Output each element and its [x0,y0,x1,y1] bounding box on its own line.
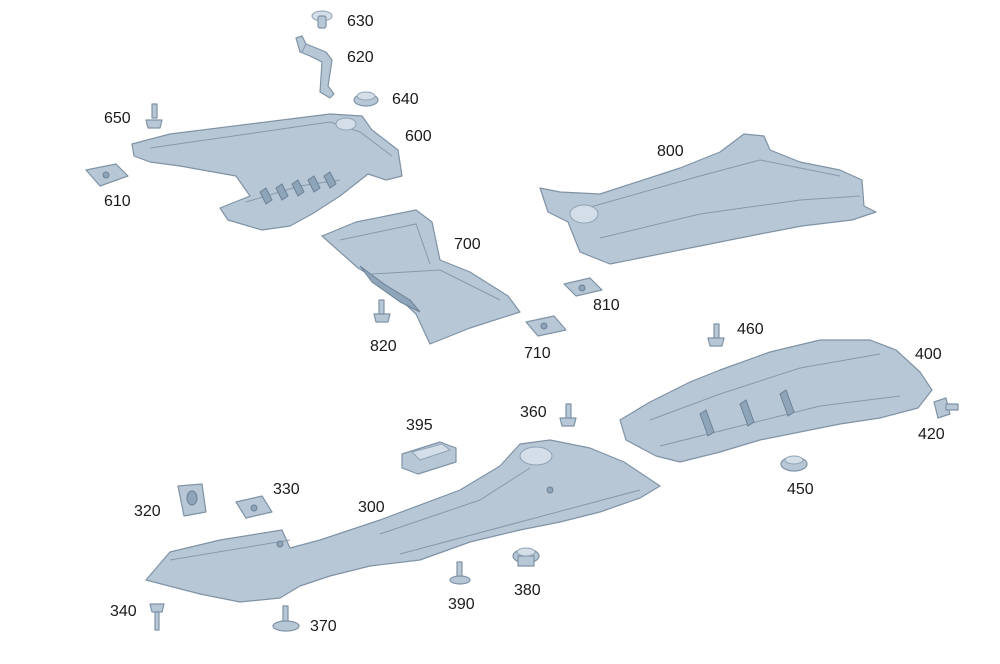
part-395-bracket [401,441,457,475]
part-610-clip [85,163,129,187]
part-300-panel [145,439,661,603]
part-380-nut [512,547,540,567]
part-810-clip [563,277,603,297]
callout-630: 630 [347,13,374,30]
part-450-nut [780,455,808,472]
part-320-clip [177,483,207,517]
part-360-screw [559,403,577,427]
callout-700: 700 [454,236,481,253]
callout-400: 400 [915,346,942,363]
part-370-stud [272,605,300,632]
part-710-clip [525,315,567,337]
callout-370: 370 [310,618,337,635]
callout-390: 390 [448,596,475,613]
callout-800: 800 [657,143,684,160]
callout-710: 710 [524,345,551,362]
part-390-stud [449,561,471,585]
part-340-screw [149,603,165,631]
callout-300: 300 [358,499,385,516]
part-640-nut [353,91,379,107]
callout-610: 610 [104,193,131,210]
callout-450: 450 [787,481,814,498]
callout-600: 600 [405,128,432,145]
part-650-screw [145,103,163,129]
callout-420: 420 [918,426,945,443]
part-600-panel [131,113,403,231]
part-700-panel [321,209,521,345]
part-420-bolt [933,397,959,419]
callout-650: 650 [104,110,131,127]
part-460-screw [707,323,725,347]
callout-620: 620 [347,49,374,66]
callout-320: 320 [134,503,161,520]
callout-820: 820 [370,338,397,355]
callout-810: 810 [593,297,620,314]
part-800-panel [539,133,877,265]
part-620-bracket [295,35,335,99]
callout-330: 330 [273,481,300,498]
part-630-clip [311,10,333,29]
part-330-clip [235,495,273,519]
callout-360: 360 [520,404,547,421]
part-400-panel [619,339,933,463]
callout-640: 640 [392,91,419,108]
callout-460: 460 [737,321,764,338]
part-820-screw [373,299,391,323]
callout-340: 340 [110,603,137,620]
callout-395: 395 [406,417,433,434]
callout-380: 380 [514,582,541,599]
